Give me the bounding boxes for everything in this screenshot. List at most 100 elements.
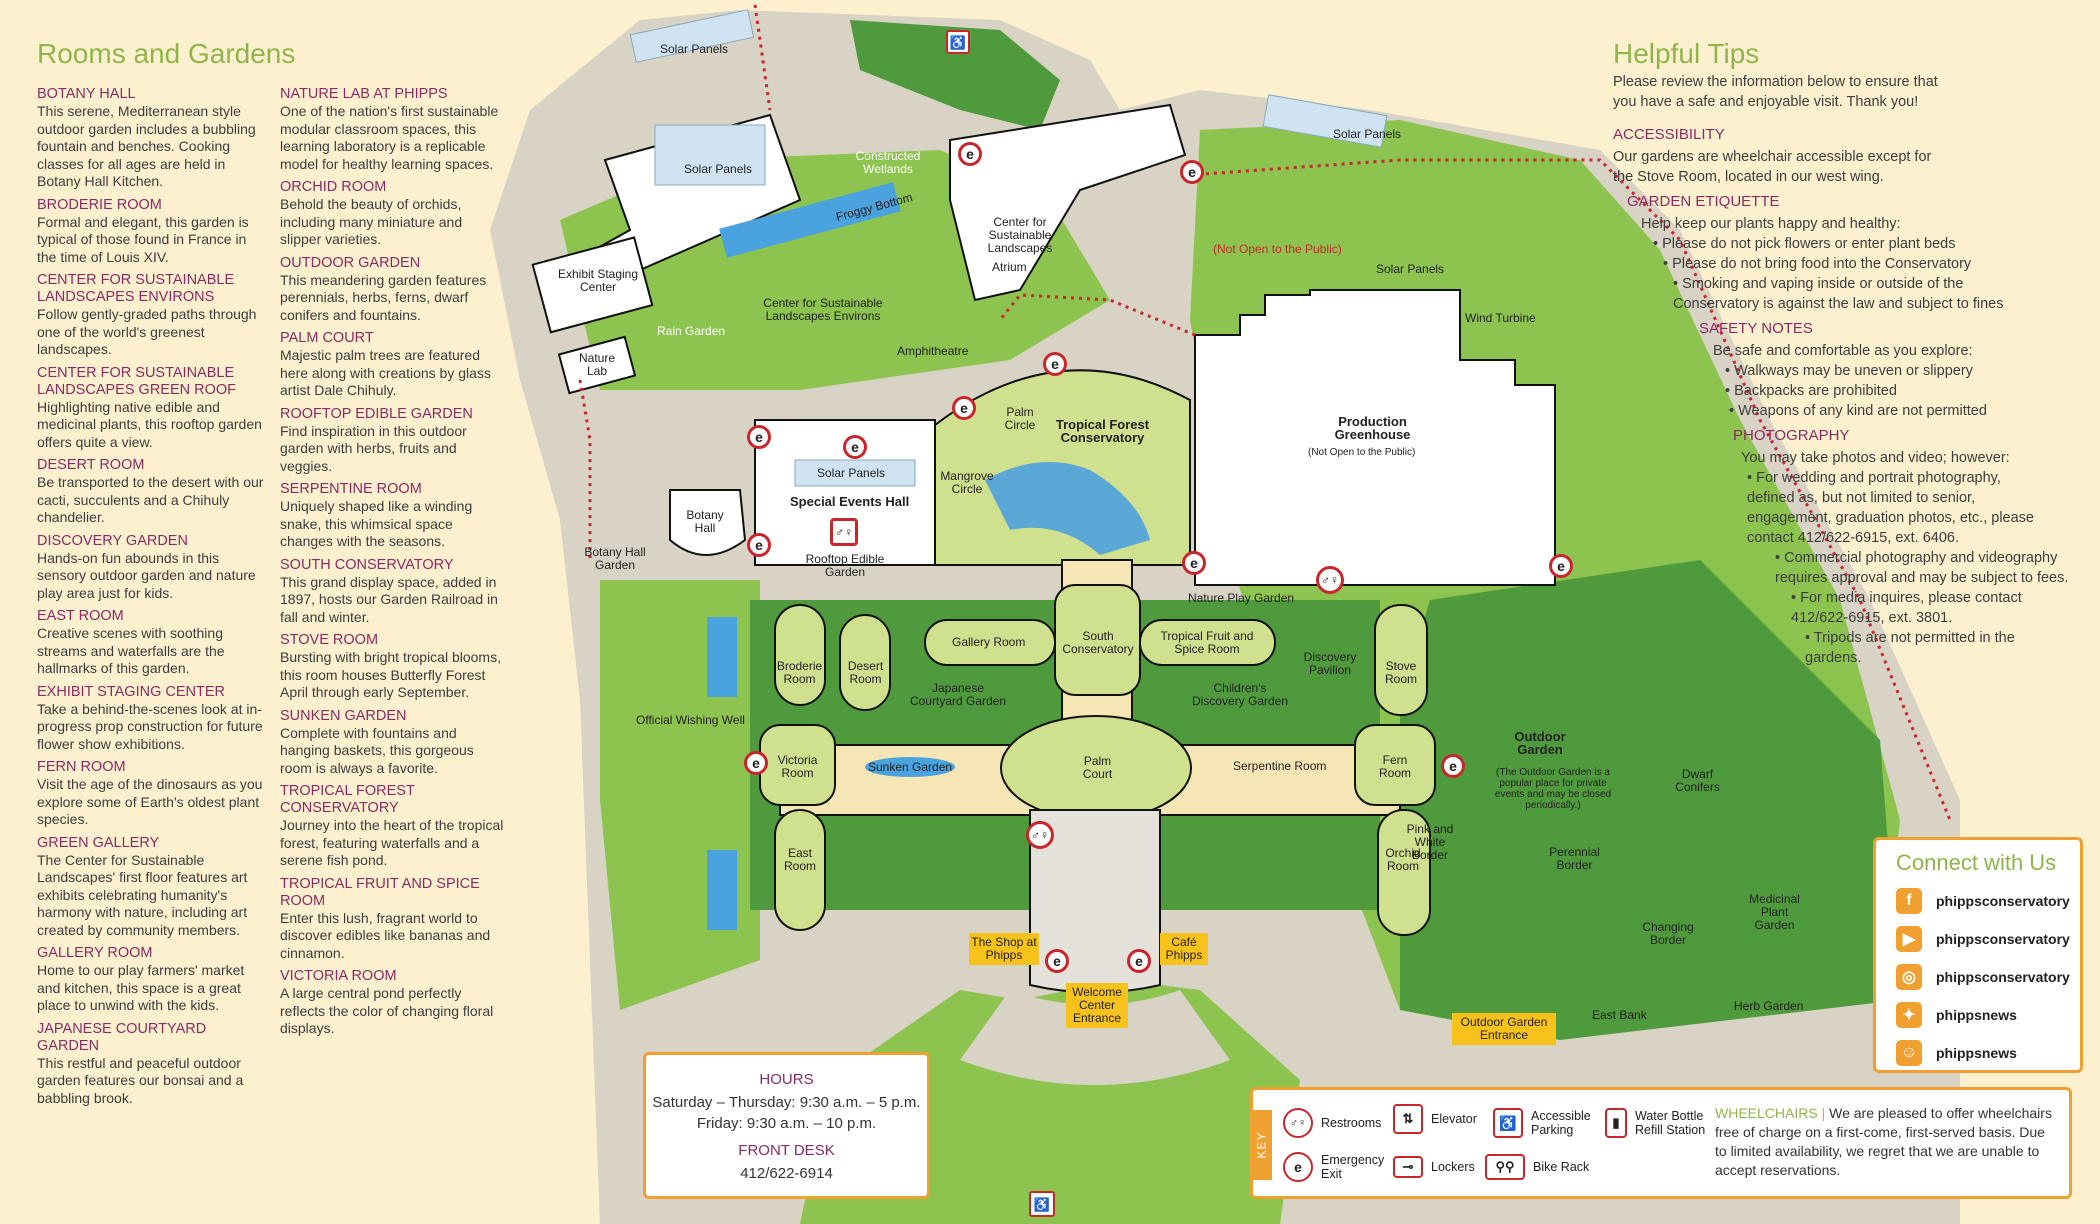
twitter-icon: ✦: [1896, 1002, 1922, 1028]
etiquette-text: Help keep our plants happy and healthy:: [1641, 216, 1901, 232]
front-desk-phone: 412/622-6914: [740, 1165, 833, 1182]
key-water-bottle: ▮ Water Bottle Refill Station: [1605, 1108, 1715, 1138]
label-perennial-border: Perennial Border: [1549, 845, 1600, 872]
connect-title: Connect with Us: [1896, 850, 2057, 875]
label-solar-panels-3: Solar Panels: [1333, 127, 1402, 141]
key-bike-rack: ⚲⚲ Bike Rack: [1485, 1154, 1589, 1180]
label-discovery-pavilion: Discovery Pavilion: [1303, 650, 1357, 677]
emergency-exit-icon: e: [843, 435, 867, 459]
safety-bullet: • Backpacks are prohibited: [1725, 383, 1897, 399]
room-name: VICTORIA ROOM: [280, 968, 397, 984]
label-gallery-room: Gallery Room: [952, 635, 1026, 649]
label-orchid-room: Orchid Room: [1385, 846, 1421, 873]
room-description: One of the nation's first sustainable mo…: [280, 103, 499, 172]
emergency-exit-icon: e: [1043, 352, 1067, 376]
tropical-pond: [985, 462, 1150, 555]
room-description: Uniquely shaped like a winding snake, th…: [280, 498, 473, 549]
social-link[interactable]: ◎phippsconservatory: [1896, 964, 2080, 990]
emergency-exit-icon: e: [1441, 754, 1465, 778]
emergency-exit-icon: e: [952, 396, 976, 420]
exhibit-staging-shape: [531, 236, 654, 334]
outdoor-garden-area: [1400, 560, 1900, 1040]
emergency-exit-icon: e: [747, 425, 771, 449]
label-fern-room: Fern Room: [1378, 753, 1411, 780]
room-name: DESERT ROOM: [37, 457, 145, 473]
label-green-gallery: Green Gallery: [1000, 167, 1039, 194]
hours-title: HOURS: [759, 1071, 814, 1088]
room-name: EAST ROOM: [37, 608, 124, 624]
room-name: DISCOVERY GARDEN: [37, 532, 188, 549]
etiquette-heading: GARDEN ETIQUETTE: [1627, 193, 1780, 210]
label-shop: The Shop at Phipps: [969, 933, 1039, 965]
social-handle: phippsconservatory: [1936, 893, 2070, 909]
photography-bullet: • For wedding and portrait photography, …: [1747, 470, 2034, 546]
etiquette-bullet: • Please do not bring food into the Cons…: [1663, 256, 1972, 272]
west-boundary: [578, 4, 772, 560]
label-production-greenhouse: Production Greenhouse: [1334, 414, 1411, 442]
broderie-room-shape: [774, 604, 826, 706]
label-not-open: (Not Open to the Public): [1213, 242, 1342, 256]
label-childrens-discovery: Children's Discovery Garden: [1191, 681, 1289, 708]
east-room-shape: [774, 809, 826, 931]
solar-panels-c: [1262, 94, 1388, 148]
label-amphitheatre: Amphitheatre: [897, 344, 969, 358]
label-solar-panels-4: Solar Panels: [1376, 262, 1445, 276]
label-tropical-fruit: Tropical Fruit and Spice Room: [1160, 629, 1254, 656]
room-name: CENTER FOR SUSTAINABLE LANDSCAPES ENVIRO…: [37, 272, 235, 305]
label-welcome: Welcome Center Entrance: [1066, 983, 1128, 1028]
rooms-title: Rooms and Gardens: [37, 38, 296, 69]
social-link[interactable]: ☺phippsnews: [1896, 1040, 2080, 1066]
entrance-plaza: [960, 990, 1230, 1085]
room-name: BRODERIE ROOM: [37, 196, 162, 213]
label-dwarf-conifers: Dwarf Conifers: [1675, 767, 1720, 794]
label-victoria-room: Victoria Room: [777, 753, 818, 780]
social-handle: phippsnews: [1936, 1045, 2017, 1061]
label-east-room: East Room: [783, 846, 816, 873]
social-link[interactable]: ▶phippsconservatory: [1896, 926, 2080, 952]
label-south-conservatory: South Conservatory: [1062, 629, 1134, 656]
label-nature-lab: Nature Lab: [578, 351, 616, 378]
room-entry: CENTER FOR SUSTAINABLE LANDSCAPES GREEN …: [37, 365, 267, 452]
label-csl-environs: Center for Sustainable Landscapes Enviro…: [763, 296, 883, 323]
photography-text: You may take photos and video; however:: [1741, 450, 2010, 466]
wheelchair-icon: ♿: [1029, 1191, 1055, 1217]
room-description: Home to our play farmers' market and kit…: [37, 962, 245, 1013]
instagram-icon: ◎: [1896, 964, 1922, 990]
room-name: CENTER FOR SUSTAINABLE LANDSCAPES GREEN …: [37, 364, 237, 398]
label-exhibit-staging: Exhibit Staging Center: [557, 267, 639, 294]
room-name: ORCHID ROOM: [280, 179, 387, 195]
room-name: SOUTH CONSERVATORY: [280, 556, 454, 573]
key-lockers: ⊸ Lockers: [1393, 1156, 1475, 1178]
accessibility-heading: ACCESSIBILITY: [1613, 126, 1725, 143]
social-link[interactable]: ✦phippsnews: [1896, 1002, 2080, 1028]
label-pink-white: Pink and White Border: [1406, 822, 1454, 862]
solar-panels-a: [654, 124, 766, 186]
room-description: Journey into the heart of the tropical f…: [280, 817, 504, 868]
hours-line: Friday: 9:30 a.m. – 10 p.m.: [696, 1115, 877, 1132]
orchid-room-shape: [1377, 809, 1431, 936]
safety-bullet: • Weapons of any kind are not permitted: [1729, 403, 1987, 419]
emergency-exit-icon: e: [1182, 551, 1206, 575]
label-stove-room: Stove Room: [1384, 659, 1417, 686]
photography-bullet: • For media inquires, please contact 412…: [1791, 590, 2022, 626]
room-description: The Center for Sustainable Landscapes' f…: [37, 851, 248, 938]
restroom-icon: ♂♀: [1026, 821, 1054, 849]
gallery-room-shape: [924, 619, 1056, 666]
room-description: Bursting with bright tropical blooms, th…: [280, 649, 501, 700]
emergency-exit-icon: e: [1549, 554, 1573, 578]
key-box: KEY ♂♀ Restrooms ⇅ Elevator ♿ Accessible…: [1250, 1087, 2072, 1199]
pond-froggy: [719, 182, 901, 258]
nature-lab-shape: [557, 335, 637, 395]
etiquette-bullet: • Smoking and vaping inside or outside o…: [1673, 276, 2004, 312]
